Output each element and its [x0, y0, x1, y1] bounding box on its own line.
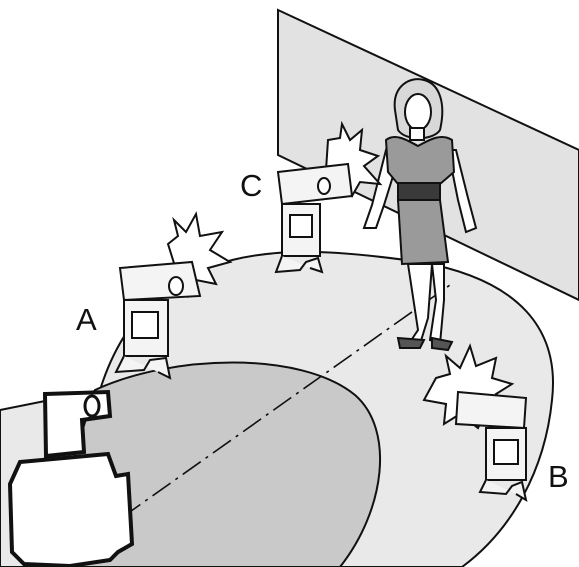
model-belt [398, 183, 440, 201]
model-dress-top [386, 137, 454, 184]
camera-body [10, 454, 132, 566]
flash-c-head [278, 164, 352, 204]
flash-b-head [456, 392, 526, 428]
flash-c-label: C [240, 168, 262, 203]
model-shoe-left [398, 338, 424, 348]
model-face [405, 94, 431, 130]
model-skirt [398, 200, 448, 264]
flash-a-head [120, 262, 200, 300]
flash-a-label: A [76, 302, 97, 337]
flash-b-label: B [548, 459, 569, 494]
